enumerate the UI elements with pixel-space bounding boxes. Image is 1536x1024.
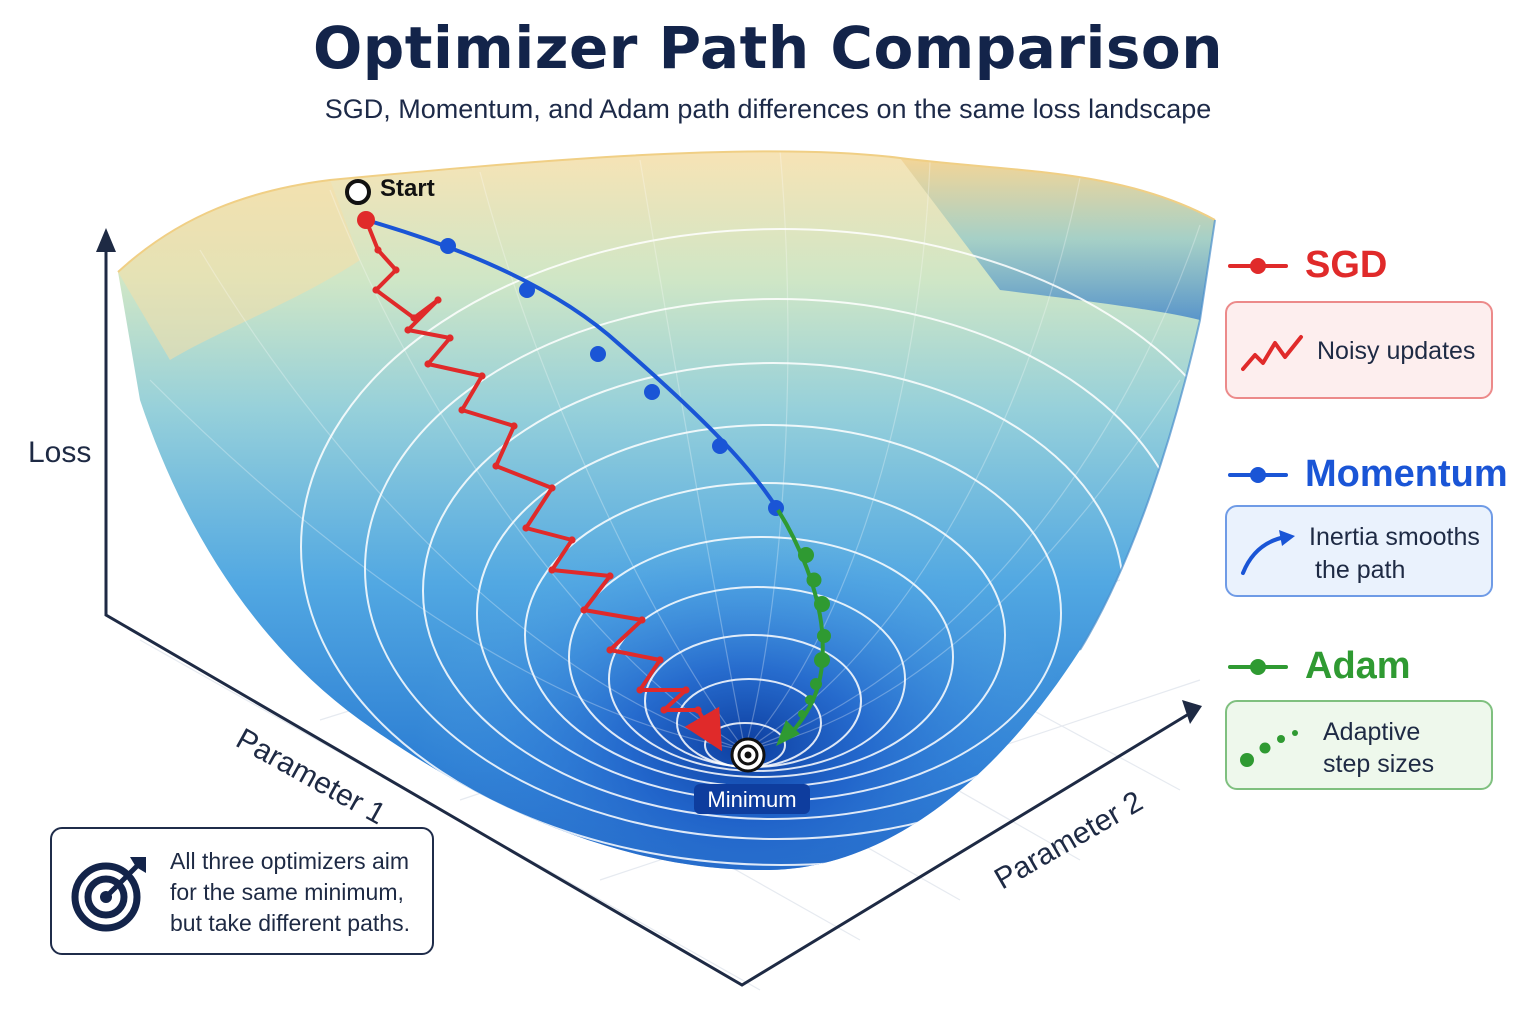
param2-axis-label: Parameter 2: [989, 785, 1148, 896]
adam-legend-dot: [1250, 659, 1266, 675]
sgd-step-dot: [682, 686, 690, 694]
zigzag-icon: [1241, 335, 1303, 371]
sgd-step-dot: [510, 422, 518, 430]
momentum-path: [365, 218, 784, 516]
momentum-legend-name: Momentum: [1305, 453, 1508, 495]
adam-step-dot: [810, 678, 822, 690]
sgd-step-dot: [404, 326, 412, 334]
sgd-step-dot: [372, 286, 380, 294]
sgd-step-dot: [492, 462, 500, 470]
sgd-step-dot: [568, 536, 576, 544]
sgd-step-dot: [548, 566, 556, 574]
adam-step-dot: [798, 547, 814, 563]
sgd-legend-desc: Noisy updates: [1317, 337, 1476, 365]
start-label: Start: [380, 175, 435, 202]
sgd-step-dot: [458, 406, 466, 414]
curve-arrow-icon: [1241, 530, 1295, 575]
param2-axis-arrowhead: [1182, 700, 1202, 724]
summary-note: All three optimizers aim for the same mi…: [50, 827, 434, 955]
adam-step-dot: [814, 596, 830, 612]
adam-step-dot: [805, 695, 815, 705]
momentum-step-dot: [644, 384, 660, 400]
dots-icon: [1240, 730, 1298, 767]
sgd-step-dot: [660, 706, 668, 714]
adam-step-dot: [806, 572, 822, 588]
param1-axis-label: Parameter 1: [231, 722, 391, 831]
momentum-legend-box: Inertia smooths the path: [1225, 505, 1493, 597]
minimum-marker: [730, 737, 766, 773]
adam-step-dot: [798, 710, 806, 718]
sgd-step-dot: [656, 656, 664, 664]
start-marker: [345, 179, 375, 229]
axes: [104, 245, 1193, 987]
sgd-step-dot: [580, 606, 588, 614]
sgd-step-dot: [694, 706, 702, 714]
sgd-step-dot: [374, 246, 382, 254]
adam-step-dot: [817, 629, 831, 643]
momentum-step-dot: [590, 346, 606, 362]
contour-ring: [300, 228, 1215, 866]
adam-legend-desc-1: Adaptive: [1323, 718, 1421, 746]
target-arrow-icon: [71, 857, 146, 932]
page-subtitle: SGD, Momentum, and Adam path differences…: [324, 94, 1212, 124]
momentum-step-dot: [519, 282, 535, 298]
sgd-step-dot: [434, 296, 442, 304]
sgd-step-dot: [606, 572, 614, 580]
sgd-step-dot: [606, 646, 614, 654]
loss-axis-label: Loss: [28, 436, 91, 469]
contour-ring: [608, 586, 906, 772]
minimum-label: Minimum: [707, 787, 796, 812]
sgd-path: [364, 219, 723, 752]
sgd-step-dot: [638, 616, 646, 624]
sgd-step-dot: [446, 334, 454, 342]
sgd-step-dot: [424, 360, 432, 368]
adam-legend-box: Adaptive step sizes: [1225, 700, 1493, 790]
adam-step-dot: [814, 652, 830, 668]
momentum-legend-desc-2: the path: [1315, 556, 1406, 584]
sgd-step-dot: [392, 266, 400, 274]
note-line-1: All three optimizers aim: [170, 848, 410, 874]
adam-path: [776, 508, 831, 746]
momentum-step-dot: [440, 238, 456, 254]
page-title: Optimizer Path Comparison: [312, 14, 1224, 82]
sgd-legend-name: SGD: [1305, 244, 1388, 286]
adam-legend-desc-2: step sizes: [1323, 750, 1435, 778]
adam-legend-name: Adam: [1305, 645, 1411, 687]
momentum-legend-desc-1: Inertia smooths: [1309, 523, 1480, 551]
sgd-step-dot: [410, 314, 418, 322]
sgd-legend-dot: [1250, 258, 1266, 274]
contour-ring: [568, 536, 954, 778]
momentum-legend-dot: [1250, 467, 1266, 483]
note-line-3: but take different paths.: [170, 910, 410, 936]
note-line-2: for the same minimum,: [170, 879, 404, 905]
loss-axis-arrowhead: [96, 228, 116, 252]
sgd-step-dot: [522, 524, 530, 532]
sgd-step-dot: [636, 686, 644, 694]
sgd-step-dot: [478, 372, 486, 380]
minimum-label-bg: [694, 784, 810, 814]
sgd-legend-box: Noisy updates: [1225, 301, 1493, 399]
sgd-step-dot: [548, 484, 556, 492]
momentum-step-dot: [712, 438, 728, 454]
